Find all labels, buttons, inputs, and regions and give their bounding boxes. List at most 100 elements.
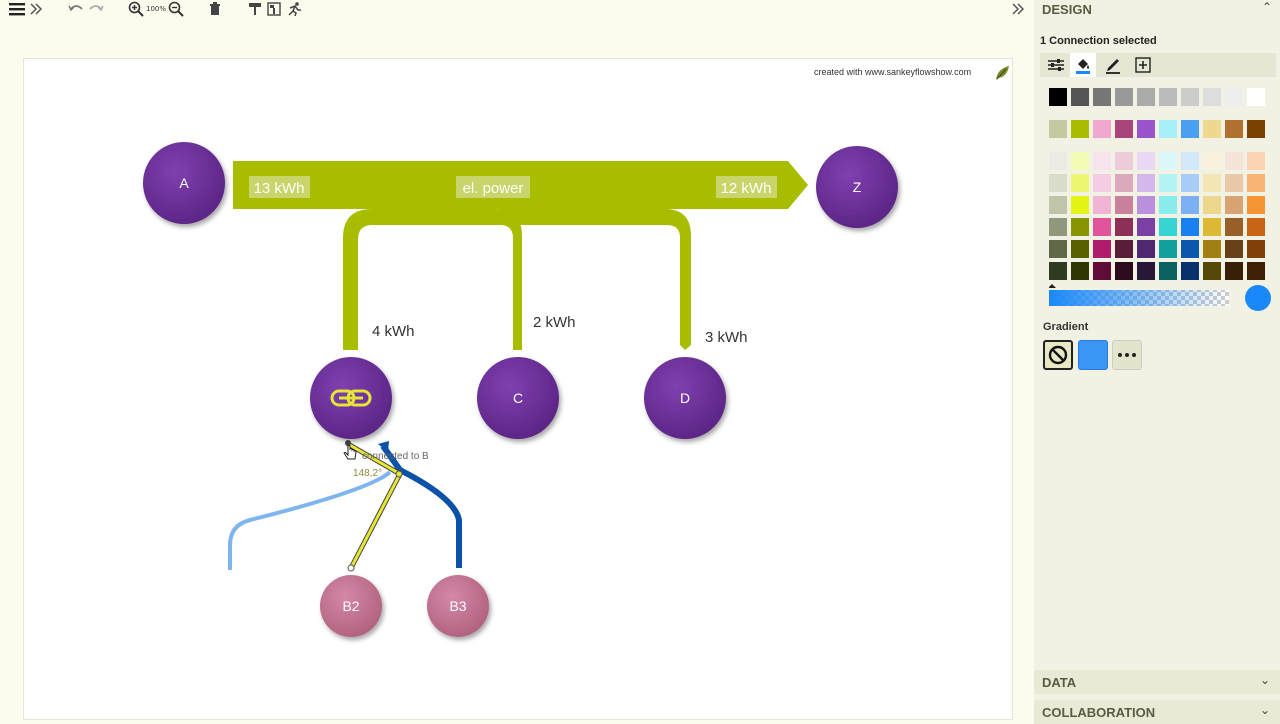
- shade-swatch[interactable]: [1115, 152, 1133, 170]
- main-color-swatch[interactable]: [1115, 120, 1133, 138]
- chevron-up-icon[interactable]: ⌃: [1261, 0, 1272, 14]
- shade-swatch[interactable]: [1247, 152, 1265, 170]
- shade-swatch[interactable]: [1093, 196, 1111, 214]
- shade-swatch[interactable]: [1247, 196, 1265, 214]
- main-color-swatch[interactable]: [1225, 120, 1243, 138]
- gray-swatch[interactable]: [1181, 88, 1199, 106]
- redo-icon[interactable]: [87, 0, 105, 18]
- gray-swatch[interactable]: [1203, 88, 1221, 106]
- shade-swatch[interactable]: [1159, 152, 1177, 170]
- opacity-slider[interactable]: [1049, 284, 1229, 308]
- data-section-header[interactable]: DATA ⌄: [1034, 670, 1280, 694]
- gray-swatch[interactable]: [1049, 88, 1067, 106]
- paint-bucket-icon[interactable]: [1070, 53, 1096, 77]
- gray-swatch[interactable]: [1137, 88, 1155, 106]
- no-gradient-button[interactable]: [1043, 340, 1073, 370]
- shade-swatch[interactable]: [1137, 218, 1155, 236]
- shade-swatch[interactable]: [1071, 196, 1089, 214]
- shade-swatch[interactable]: [1247, 218, 1265, 236]
- shade-swatch[interactable]: [1071, 240, 1089, 258]
- shade-swatch[interactable]: [1203, 240, 1221, 258]
- shade-swatch[interactable]: [1093, 152, 1111, 170]
- shade-swatch[interactable]: [1159, 240, 1177, 258]
- shade-swatch[interactable]: [1159, 196, 1177, 214]
- shade-swatch[interactable]: [1225, 152, 1243, 170]
- shade-swatch[interactable]: [1203, 262, 1221, 280]
- shade-swatch[interactable]: [1225, 218, 1243, 236]
- shade-swatch[interactable]: [1093, 218, 1111, 236]
- main-color-swatch[interactable]: [1071, 120, 1089, 138]
- shade-swatch[interactable]: [1203, 218, 1221, 236]
- credit-text[interactable]: created with www.sankeyflowshow.com: [814, 67, 972, 77]
- shade-swatch[interactable]: [1181, 174, 1199, 192]
- shade-swatch[interactable]: [1137, 240, 1155, 258]
- layout-icon[interactable]: [266, 0, 282, 18]
- shade-swatch[interactable]: [1049, 174, 1067, 192]
- main-color-swatch[interactable]: [1247, 120, 1265, 138]
- main-color-swatch[interactable]: [1137, 120, 1155, 138]
- main-color-swatch[interactable]: [1049, 120, 1067, 138]
- gray-swatch[interactable]: [1093, 88, 1111, 106]
- panel-title[interactable]: DESIGN: [1042, 2, 1092, 17]
- shade-swatch[interactable]: [1203, 174, 1221, 192]
- zoom-out-icon[interactable]: [167, 0, 185, 18]
- shade-swatch[interactable]: [1181, 218, 1199, 236]
- shade-swatch[interactable]: [1159, 262, 1177, 280]
- blue-gradient-button[interactable]: [1078, 340, 1108, 370]
- trash-icon[interactable]: [207, 0, 223, 18]
- zoom-level[interactable]: 100%: [146, 5, 167, 13]
- shade-swatch[interactable]: [1137, 152, 1155, 170]
- shade-swatch[interactable]: [1071, 152, 1089, 170]
- gray-swatch[interactable]: [1225, 88, 1243, 106]
- shade-swatch[interactable]: [1159, 174, 1177, 192]
- shade-swatch[interactable]: [1225, 196, 1243, 214]
- shade-swatch[interactable]: [1071, 174, 1089, 192]
- shade-swatch[interactable]: [1181, 196, 1199, 214]
- shade-swatch[interactable]: [1181, 240, 1199, 258]
- gray-swatch[interactable]: [1115, 88, 1133, 106]
- pen-icon[interactable]: [1100, 53, 1126, 77]
- shade-swatch[interactable]: [1115, 262, 1133, 280]
- menu-icon[interactable]: [8, 0, 26, 18]
- shade-swatch[interactable]: [1093, 174, 1111, 192]
- run-icon[interactable]: [285, 0, 303, 18]
- shade-swatch[interactable]: [1247, 262, 1265, 280]
- add-box-icon[interactable]: [1130, 53, 1156, 77]
- main-color-swatch[interactable]: [1181, 120, 1199, 138]
- shade-swatch[interactable]: [1049, 262, 1067, 280]
- main-color-swatch[interactable]: [1203, 120, 1221, 138]
- gray-swatch[interactable]: [1247, 88, 1265, 106]
- shade-swatch[interactable]: [1137, 262, 1155, 280]
- more-gradients-button[interactable]: [1112, 340, 1142, 370]
- gray-swatch[interactable]: [1159, 88, 1177, 106]
- shade-swatch[interactable]: [1203, 152, 1221, 170]
- shade-swatch[interactable]: [1049, 196, 1067, 214]
- shade-swatch[interactable]: [1115, 240, 1133, 258]
- current-color-swatch[interactable]: [1245, 285, 1271, 311]
- shade-swatch[interactable]: [1115, 218, 1133, 236]
- shade-swatch[interactable]: [1049, 152, 1067, 170]
- shade-swatch[interactable]: [1225, 240, 1243, 258]
- shade-swatch[interactable]: [1049, 218, 1067, 236]
- shade-swatch[interactable]: [1247, 174, 1265, 192]
- shade-swatch[interactable]: [1203, 196, 1221, 214]
- undo-icon[interactable]: [67, 0, 85, 18]
- shade-swatch[interactable]: [1115, 196, 1133, 214]
- shade-swatch[interactable]: [1093, 262, 1111, 280]
- expand-icon[interactable]: [29, 0, 43, 18]
- collapse-panel-icon[interactable]: [1011, 0, 1025, 18]
- shade-swatch[interactable]: [1247, 240, 1265, 258]
- gray-swatch[interactable]: [1071, 88, 1089, 106]
- collaboration-section-header[interactable]: COLLABORATION ⌄: [1034, 700, 1280, 724]
- settings-icon[interactable]: [1043, 53, 1069, 77]
- shade-swatch[interactable]: [1093, 240, 1111, 258]
- shade-swatch[interactable]: [1071, 262, 1089, 280]
- shade-swatch[interactable]: [1159, 218, 1177, 236]
- format-painter-icon[interactable]: [247, 0, 263, 18]
- shade-swatch[interactable]: [1181, 262, 1199, 280]
- shade-swatch[interactable]: [1225, 262, 1243, 280]
- main-color-swatch[interactable]: [1159, 120, 1177, 138]
- shade-swatch[interactable]: [1071, 218, 1089, 236]
- shade-swatch[interactable]: [1115, 174, 1133, 192]
- shade-swatch[interactable]: [1049, 240, 1067, 258]
